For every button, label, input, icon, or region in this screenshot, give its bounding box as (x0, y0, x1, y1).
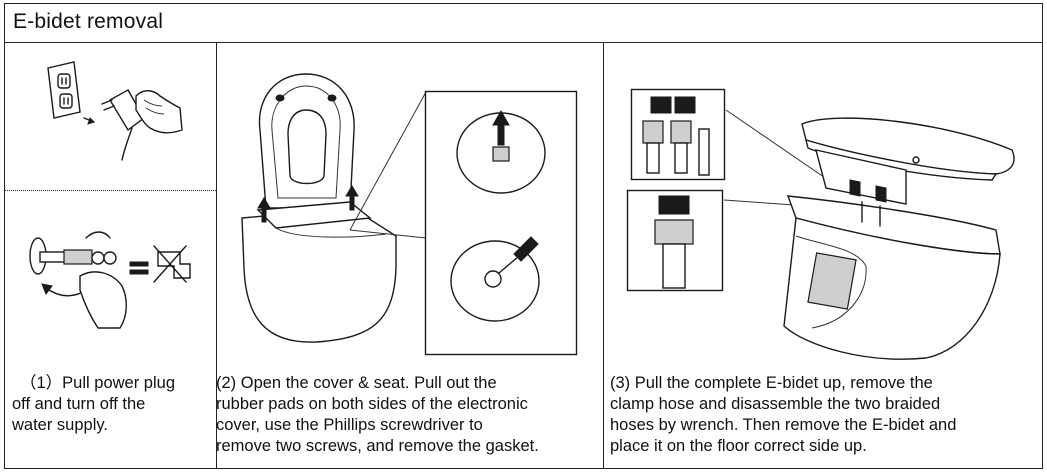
crossed-faucet-icon (153, 245, 191, 283)
step-3-line-2: clamp hose and disassemble the two braid… (610, 395, 941, 413)
step-1-line-1: （1）Pull power plug (20, 374, 175, 392)
toilet-lifted-illustration (783, 117, 1015, 360)
hand-icon (135, 90, 183, 134)
hose-detail-lower (626, 189, 724, 292)
equals-icon (129, 261, 149, 275)
step-1-line-3: water supply. (12, 416, 108, 434)
step-1-line-2: off and turn off the (12, 395, 146, 413)
screw-detail (450, 236, 540, 322)
step-2-line-3: cover, use the Phillips screwdriver to (216, 416, 483, 434)
step-3-line-4: place it on the floor correct side up. (610, 437, 867, 455)
detail-callout-lines (349, 91, 427, 239)
step-3-caption: (3) Pull the complete E-bidet up, remove… (610, 373, 1035, 457)
step-3-line-1: (3) Pull the complete E-bidet up, remove… (610, 374, 933, 392)
step-1-caption: （1）Pull power plug off and turn off the … (12, 373, 212, 436)
step-3-line-3: hoses by wrench. Then remove the E-bidet… (610, 416, 957, 434)
water-valve-icon (29, 231, 117, 275)
rubber-pad-detail (456, 109, 546, 194)
toilet-bowl (783, 217, 1001, 360)
instruction-sheet: E-bidet removal (4, 3, 1043, 469)
hand-icon (79, 271, 127, 329)
step-2-caption: (2) Open the cover & seat. Pull out the … (216, 373, 606, 457)
column-divider-1 (216, 42, 217, 468)
dotted-divider (5, 190, 216, 191)
outlet-icon (47, 61, 81, 119)
step-2-line-4: remove two screws, and remove the gasket… (216, 437, 539, 455)
screwdriver-icon (498, 236, 539, 274)
e-bidet-unit (801, 117, 1015, 205)
page-title: E-bidet removal (13, 10, 164, 33)
hose-detail-upper (630, 88, 726, 181)
water-valve-illustration (29, 231, 191, 329)
wrench-hose-icon (642, 96, 710, 176)
title-bar: E-bidet removal (5, 4, 1042, 43)
toilet-bowl (241, 207, 397, 343)
step-2-line-1: (2) Open the cover & seat. Pull out the (216, 374, 497, 392)
detail-box (424, 90, 578, 356)
step-2-line-2: rubber pads on both sides of the electro… (216, 395, 528, 413)
toilet-open-illustration (241, 73, 397, 343)
column-divider-2 (603, 42, 604, 468)
power-plug-illustration (47, 61, 183, 161)
